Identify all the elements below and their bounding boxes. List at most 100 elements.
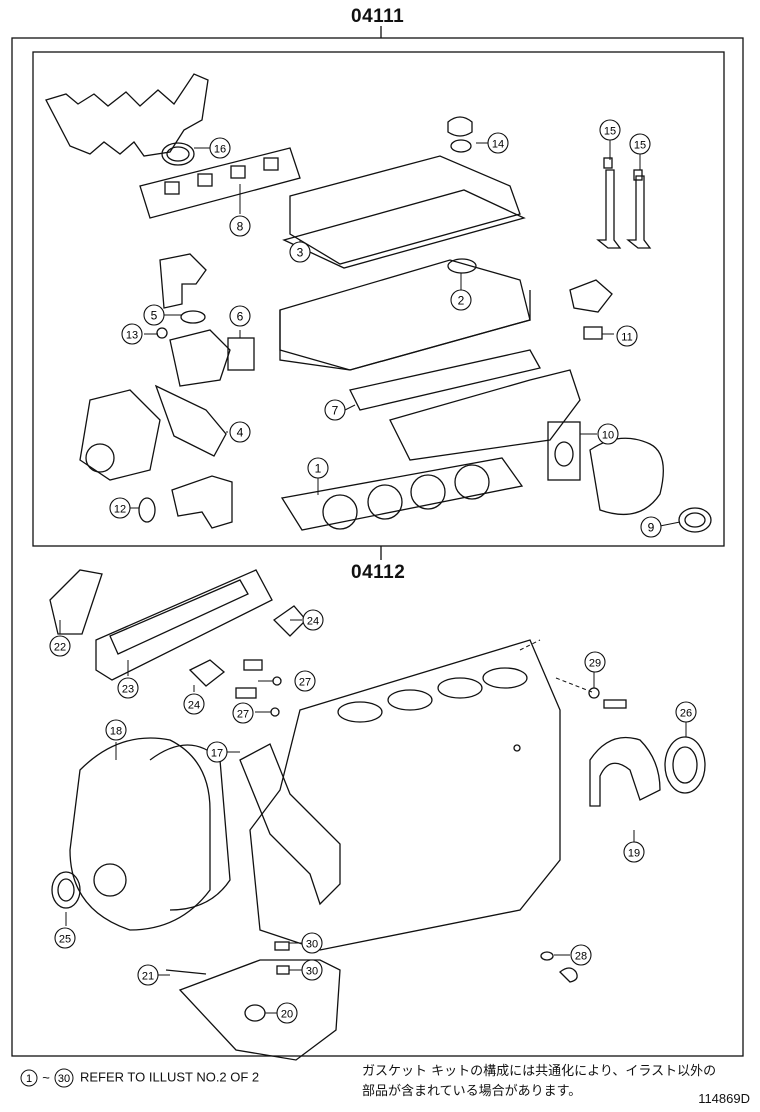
callout-circle [675,701,697,723]
callout-circle [623,841,645,863]
callout-number: 4 [237,426,244,440]
timing-cover-drawing [69,737,211,931]
callout-circle [137,964,159,986]
callout-circle [616,325,638,347]
callout-circle [229,421,251,443]
gasket-22-drawing [49,569,103,635]
valve-cover-drawing [289,155,521,265]
head-gasket-drawing [280,457,524,531]
inner-frame-04111 [32,51,725,547]
group-label-04112: 04112 [351,562,406,583]
callout-number: 3 [297,246,304,260]
callout-circle [570,944,592,966]
callout-19: 19 [623,841,645,863]
intake-manifold-drawing [45,73,209,157]
callout-26: 26 [675,701,697,723]
callout-number: 20 [281,1009,293,1021]
callout-28: 28 [570,944,592,966]
callout-4: 4 [229,421,251,443]
callout-number: 10 [602,430,614,442]
callout-number: 19 [628,848,640,860]
callout-number: 2 [458,294,465,308]
callout-circle [276,1002,298,1024]
callout-number: 21 [142,971,154,983]
callout-circle [584,651,606,673]
callout-circle [301,932,323,954]
range-tilde: ~ [42,1070,50,1085]
callout-13: 13 [121,323,143,345]
callout-circle [206,741,228,763]
callout-10: 10 [597,423,619,445]
callout-7: 7 [324,399,346,421]
callout-21: 21 [137,964,159,986]
callout-circle [143,304,165,326]
callout-27: 27 [232,702,254,724]
callout-number: 26 [680,708,692,720]
callout-number: 16 [214,144,226,156]
refer-text: REFER TO ILLUST NO.2 OF 2 [80,1069,260,1085]
callout-9: 9 [640,516,662,538]
callout-11: 11 [616,325,638,347]
callout-circle [109,497,131,519]
callout-number: 12 [114,504,126,516]
callout-number: 9 [648,521,655,535]
callout-2: 2 [450,289,472,311]
oil-pickup-drawing [178,959,341,1061]
callout-16: 16 [209,137,231,159]
callout-circle [629,133,651,155]
callout-circle [105,719,127,741]
callout-number: 15 [604,126,616,138]
callout-30: 30 [301,932,323,954]
callout-number: 18 [110,726,122,738]
callout-23: 23 [117,677,139,699]
callout-number: 11 [621,332,632,344]
callout-circle [294,670,316,692]
range-start: 1 [26,1073,32,1085]
thermostat-housing-drawing [159,253,207,309]
callout-18: 18 [105,719,127,741]
callout-number: 23 [122,684,134,696]
head-side-gasket-drawing [349,349,541,411]
callout-circle [599,119,621,141]
cylinder-head-drawing [279,259,531,371]
callout-22: 22 [49,635,71,657]
callout-circle [49,635,71,657]
callout-number: 27 [237,709,249,721]
callout-circle [324,399,346,421]
japanese-line-2: 部品が含まれている場合があります。 [362,1084,582,1099]
callout-circle [597,423,619,445]
callout-number: 17 [211,748,223,760]
callout-number: 5 [151,309,158,323]
callout-17: 17 [206,741,228,763]
timing-cover-gasket-drawing [95,569,273,681]
callout-number: 8 [237,220,244,234]
callout-circle [307,457,329,479]
callout-number: 24 [188,700,200,712]
callout-20: 20 [276,1002,298,1024]
range-circles: 1 ~ 30 [20,1068,74,1088]
callout-30: 30 [301,959,323,981]
callout-circle [232,702,254,724]
callout-14: 14 [487,132,509,154]
callout-29: 29 [584,651,606,673]
callout-24: 24 [302,609,324,631]
callout-24: 24 [183,693,205,715]
callout-circle [302,609,324,631]
callout-circle [487,132,509,154]
callout-circle [121,323,143,345]
callout-number: 13 [126,330,138,342]
callout-6: 6 [229,305,251,327]
figure-code: 114869D [698,1091,750,1106]
timing-gasket-drawing [239,743,341,906]
callout-number: 22 [54,642,66,654]
japanese-line-1: ガスケット キットの構成には共通化により、イラスト以外の [362,1064,717,1079]
callout-12: 12 [109,497,131,519]
exhaust-gasket-drawing [139,147,301,219]
footer-refer-note: 1 ~ 30 REFER TO ILLUST NO.2 OF 2 [20,1068,259,1088]
callout-27: 27 [294,670,316,692]
callout-circle [640,516,662,538]
callout-1: 1 [307,457,329,479]
callout-15: 15 [629,133,651,155]
callout-number: 15 [634,140,646,152]
